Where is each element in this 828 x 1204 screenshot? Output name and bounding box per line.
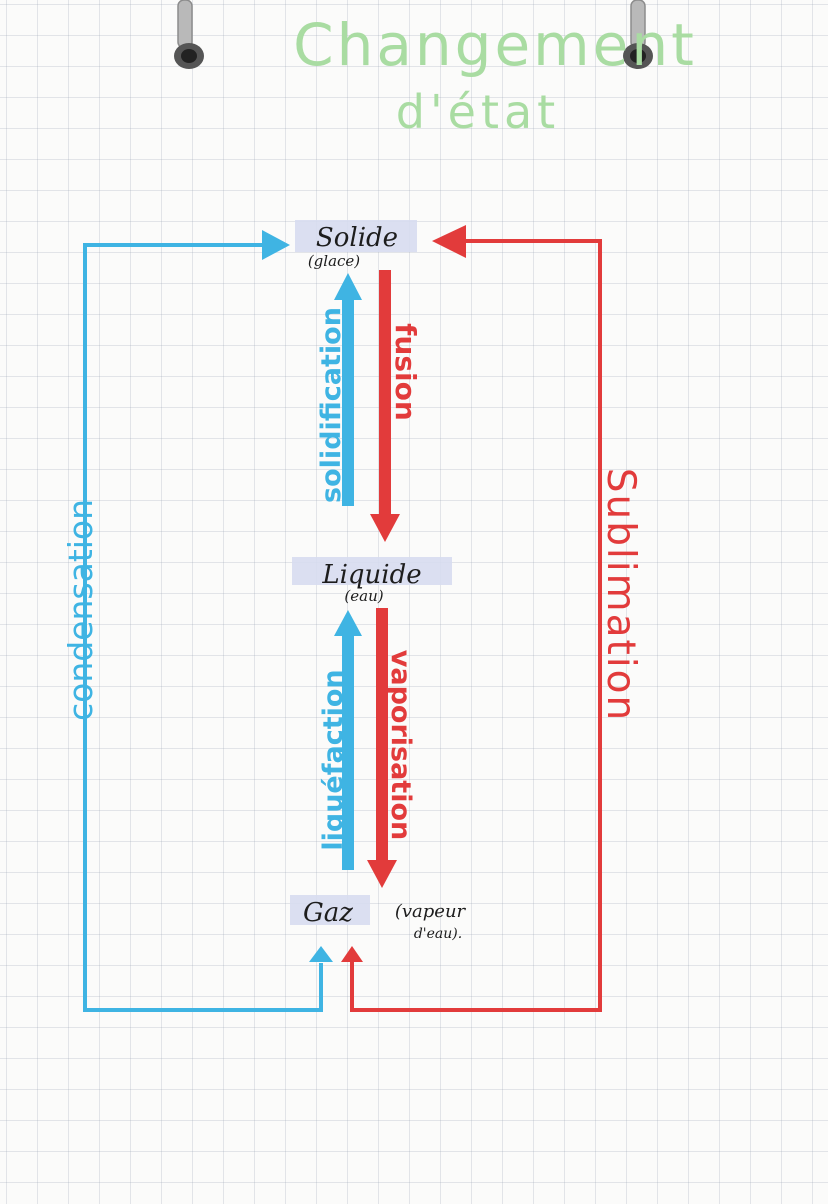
solid-highlight [295, 220, 417, 252]
state-liquid: Liquide (eau) [321, 560, 421, 605]
state-liquid-sub: (eau) [344, 587, 383, 605]
solidification-label: solidification [316, 307, 347, 503]
state-gas-label: Gaz [303, 898, 353, 928]
condensation-label: condensation [61, 499, 100, 721]
liquid-highlight [292, 557, 452, 585]
binder-ring-left [174, 0, 204, 69]
state-liquid-label: Liquide [321, 560, 421, 590]
solidification-arrow [334, 273, 362, 506]
vaporisation-arrow [367, 608, 397, 888]
state-gas-sub-2: d'eau). [414, 926, 462, 942]
state-solid-label: Solide [316, 223, 398, 253]
vaporisation-label: vaporisation [385, 650, 416, 841]
state-gas: Gaz (vapeur d'eau). [303, 898, 467, 942]
sublimation-label: Sublimation [598, 468, 643, 723]
state-solid-sub: (glace) [308, 252, 360, 270]
liquefaction-arrow [334, 610, 362, 870]
fusion-label: fusion [389, 323, 422, 421]
state-solid: Solide (glace) [308, 223, 398, 270]
title-line-2: d'état [396, 85, 560, 139]
binder-ring-right [623, 0, 653, 69]
title-line-1: Changement [293, 11, 697, 79]
fusion-arrow [370, 270, 400, 542]
state-gas-sub-1: (vapeur [395, 901, 467, 922]
gas-highlight [290, 895, 370, 925]
sublimation-arrow [341, 225, 602, 1012]
liquefaction-label: liquéfaction [318, 669, 349, 850]
condensation-arrow [83, 230, 333, 1012]
